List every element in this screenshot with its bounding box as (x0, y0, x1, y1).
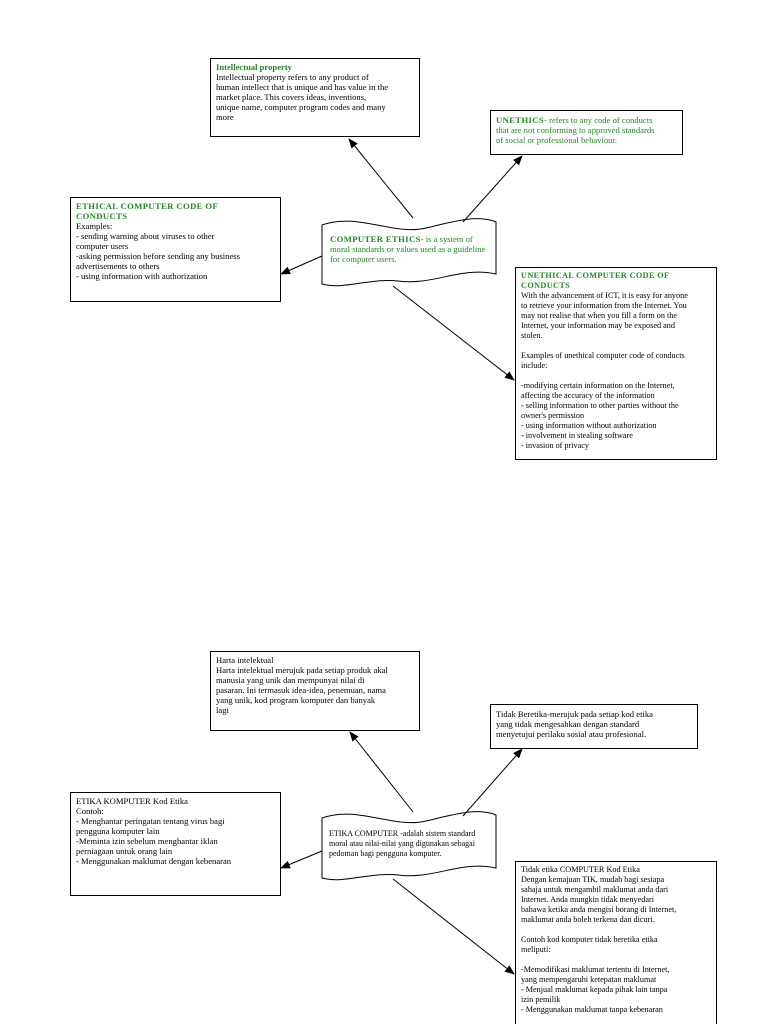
ethical-code-line: - sending warning about viruses to other (76, 231, 215, 241)
tidak-etika-kod-line: bahawa ketika anda mengisi borang di Int… (521, 905, 677, 914)
etika-komputer-kod-line: - Menghantar peringatan tentang virus ba… (76, 816, 225, 826)
tidak-etika-kod-line: -Memodifikasi maklumat tertentu di Inter… (521, 965, 670, 974)
harta-intelektual-line: lagi (216, 705, 229, 715)
intellectual-property-line: human intellect that is unique and has v… (216, 82, 389, 92)
tidak-etika-kod-box: Tidak etika COMPUTER Kod Etika Dengan ke… (515, 861, 717, 1024)
unethical-code-line: include: (521, 361, 548, 370)
tidak-beretika-line: Tidak Beretika-merujuk pada setiap kod e… (496, 709, 653, 719)
tidak-etika-kod-line: Internet. Anda mungkin tidak menyedari (521, 895, 655, 904)
arrow-to-tidak-beretika (462, 748, 523, 817)
harta-intelektual-line: manusia yang unik dan mempunyai nilai di (216, 675, 365, 685)
computer-ethics-line: - is a system of (420, 234, 473, 244)
unethics-line: - refers to any code of conducts (544, 115, 653, 125)
computer-ethics-text: COMPUTER ETHICS- is a system of moral st… (330, 234, 494, 264)
computer-ethics-line: guideline for computer users. (330, 244, 486, 264)
tidak-beretika-box: Tidak Beretika-merujuk pada setiap kod e… (490, 704, 698, 749)
intellectual-property-line: unique name, computer program codes and … (216, 102, 386, 112)
etika-komputer-kod-line: Contoh: (76, 806, 104, 816)
unethical-code-line: may not realise that when you fill a for… (521, 311, 677, 320)
ethical-code-line: computer users (76, 241, 129, 251)
tidak-etika-kod-line: - Menggunakan maklumat tanpa kebenaran (521, 1005, 663, 1014)
tidak-etika-kod-line: Dengan kemajuan TIK, mudah bagi sesiapa (521, 875, 665, 884)
intellectual-property-box: Intellectual property Intellectual prope… (210, 58, 420, 137)
arrow-to-unethical-code (392, 285, 515, 381)
unethical-code-line: - involvement in stealing software (521, 431, 633, 440)
harta-intelektual-line: yang unik, kod program komputer dan bany… (216, 695, 376, 705)
arrow-to-unethics (462, 155, 523, 223)
tidak-etika-kod-line: yang mempengaruhi ketepatan maklumat (521, 975, 657, 984)
tidak-etika-kod-line: Contoh kod komputer tidak beretika etika (521, 935, 658, 944)
ethical-code-line: -asking permission before sending any bu… (76, 251, 240, 261)
unethics-heading: UNETHICS (496, 115, 545, 125)
unethical-code-line: Internet, your information may be expose… (521, 321, 675, 330)
etika-computer-line: moral atau nilai-nilai yang digunakan se… (329, 839, 475, 848)
etika-komputer-kod-box: ETIKA KOMPUTER Kod Etika Contoh: - Mengh… (70, 792, 281, 896)
unethical-code-line: - selling information to other parties w… (521, 401, 679, 410)
unethical-code-line: ​ (521, 371, 711, 381)
ethical-code-heading: ETHICAL COMPUTER CODE OF (76, 201, 219, 211)
arrow-to-etika-komputer-kod (280, 850, 323, 869)
ethical-code-line: advertisements to others (76, 261, 160, 271)
unethical-code-heading: CONDUCTS (521, 281, 571, 290)
unethical-code-line: - using information without authorizatio… (521, 421, 657, 430)
tidak-etika-kod-line: Tidak etika COMPUTER Kod Etika (521, 865, 640, 874)
unethical-code-line: Examples of unethical computer code of c… (521, 351, 685, 360)
unethical-code-line: -modifying certain information on the In… (521, 381, 675, 390)
intellectual-property-heading: Intellectual property (216, 62, 292, 72)
arrow-to-tidak-etika-kod (392, 878, 515, 975)
arrow-to-ethical-code (280, 255, 323, 275)
tidak-etika-kod-line: ​ (521, 925, 711, 935)
harta-intelektual-box: Harta intelektual Harta intelektual meru… (210, 651, 420, 731)
unethical-code-line: With the advancement of ICT, it is easy … (521, 291, 688, 300)
unethics-box: UNETHICS- refers to any code of conducts… (490, 110, 683, 155)
unethical-code-line: stolen. (521, 331, 543, 340)
harta-intelektual-line: Harta intelektual (216, 655, 274, 665)
harta-intelektual-line: Harta intelektual merujuk pada setiap pr… (216, 665, 388, 675)
etika-komputer-kod-line: perniagaan untuk orang lain (76, 846, 173, 856)
unethical-code-heading: UNETHICAL COMPUTER CODE OF (521, 271, 670, 280)
etika-komputer-kod-line: -Meminta izin sebelum menghantar iklan (76, 836, 218, 846)
unethical-code-line: - invasion of privacy (521, 441, 589, 450)
intellectual-property-line: more (216, 112, 234, 122)
tidak-etika-kod-line: - Menjual maklumat kepada pihak lain tan… (521, 985, 668, 994)
intellectual-property-line: market place. This covers ideas, inventi… (216, 92, 367, 102)
ethical-code-line: Examples: (76, 221, 113, 231)
etika-komputer-kod-line: ETIKA KOMPUTER Kod Etika (76, 796, 188, 806)
harta-intelektual-line: pasaran. Ini termasuk idea-idea, penemua… (216, 685, 386, 695)
etika-computer-text: ETIKA COMPUTER -adalah sistem standard m… (329, 829, 495, 859)
unethical-code-line: owner's permission (521, 411, 585, 420)
tidak-etika-kod-line: izin pemilik (521, 995, 561, 1004)
computer-ethics-line: moral standards or values used as a (330, 244, 452, 254)
unethical-code-line: affecting the accuracy of the informatio… (521, 391, 655, 400)
arrow-to-intellectual-property (348, 138, 414, 219)
etika-computer-line: ETIKA COMPUTER -adalah sistem standard (329, 829, 476, 838)
unethics-line: of social or professional behaviour. (496, 135, 617, 145)
etika-komputer-kod-line: pengguna komputer lain (76, 826, 160, 836)
computer-ethics-heading: COMPUTER ETHICS (330, 234, 421, 244)
tidak-beretika-line: yang tidak mengesahkan dengan standard (496, 719, 640, 729)
etika-komputer-kod-line: - Menggunakan maklumat dengan kebenaran (76, 856, 232, 866)
arrow-to-harta-intelektual (349, 731, 414, 813)
tidak-etika-kod-line: sahaja untuk mengambil maklumat anda dar… (521, 885, 669, 894)
unethics-line: that are not conforming to approved stan… (496, 125, 655, 135)
tidak-etika-kod-line: meliputi: (521, 945, 551, 954)
etika-computer-line: pedoman bagi pengguna komputer. (329, 849, 442, 858)
ethical-code-line: - using information with authorization (76, 271, 208, 281)
tidak-etika-kod-line: ​ (521, 955, 711, 965)
tidak-beretika-line: menyetujui perilaku sosial atau profesio… (496, 729, 647, 739)
intellectual-property-line: Intellectual property refers to any prod… (216, 72, 369, 82)
unethical-code-line: ​ (521, 341, 711, 351)
unethical-code-box: UNETHICAL COMPUTER CODE OF CONDUCTS With… (515, 267, 717, 460)
unethical-code-line: to retrieve your information from the In… (521, 301, 687, 310)
ethical-code-box: ETHICAL COMPUTER CODE OF CONDUCTS Exampl… (70, 197, 281, 302)
ethical-code-heading: CONDUCTS (76, 211, 128, 221)
tidak-etika-kod-line: maklumat anda boleh terkena dan dicuri. (521, 915, 655, 924)
